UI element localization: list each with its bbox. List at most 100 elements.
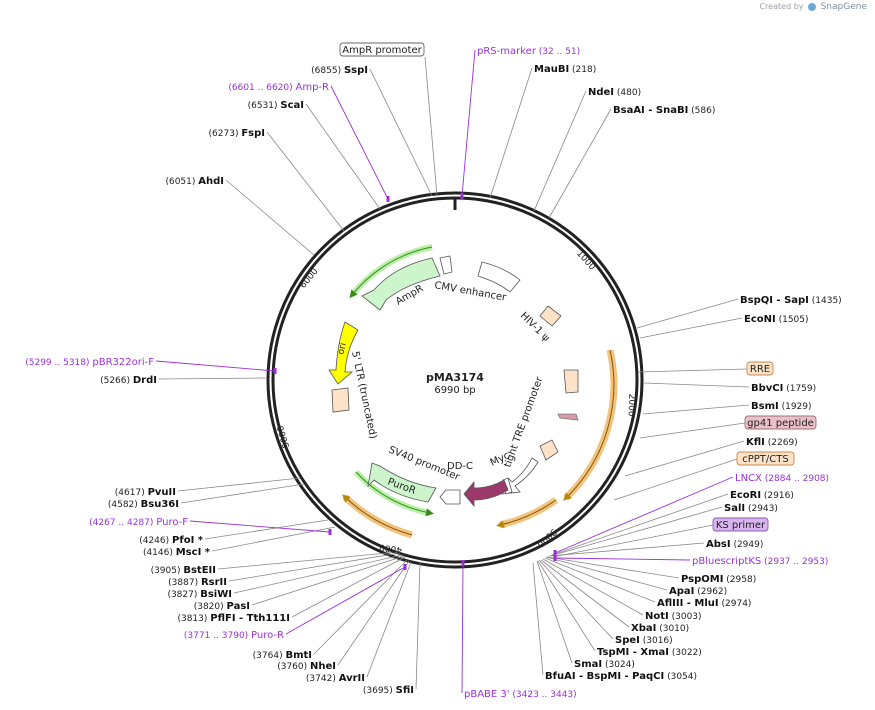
box-gp41-peptide: gp41 peptide xyxy=(744,415,817,430)
primer-puro-f: (4267 .. 4287) Puro-F xyxy=(89,517,332,535)
primer-label: pRS-marker (32 .. 51) xyxy=(477,46,580,57)
site-leader-lines xyxy=(158,56,750,690)
site-leader xyxy=(540,559,630,628)
site-leader xyxy=(228,552,401,582)
site-label: (3813) PflFI - Tth111I xyxy=(177,613,290,624)
site-label: NotI (3003) xyxy=(645,611,702,622)
site-label: ApaI (2962) xyxy=(669,586,727,597)
primer-pbabe-3-: pBABE 3' (3423 .. 3443) xyxy=(461,560,577,700)
site-leader xyxy=(636,298,739,329)
site-label: (3742) AvrII xyxy=(306,673,365,684)
site-label: (4146) MscI * xyxy=(143,547,211,558)
site-leader xyxy=(546,556,680,579)
site-apai: ApaI (2962) xyxy=(669,586,727,597)
site-fspi: (6273) FspI xyxy=(209,128,265,139)
site-bsaai-snabi: BsaAI - SnaBI (586) xyxy=(613,105,715,116)
site-label: (5266) DrdI xyxy=(100,375,157,386)
site-sfii: (3695) SfiI xyxy=(363,685,414,696)
box-leader xyxy=(637,368,748,373)
primer-puro-r: (3771 .. 3790) Puro-R xyxy=(184,564,407,641)
primer-pbr322ori-f: (5299 .. 5318) pBR322ori-F xyxy=(25,357,277,374)
primer-leader xyxy=(554,476,734,554)
box-leader xyxy=(613,458,738,501)
tick-label: 3000 xyxy=(534,526,558,549)
site-label: BspQI - SapI (1435) xyxy=(740,295,842,306)
box-frame xyxy=(339,42,425,57)
site-bsu36i: (4582) Bsu36I xyxy=(108,499,179,510)
site-sspi: (6855) SspI xyxy=(311,65,368,76)
site-leader xyxy=(549,506,723,557)
site-label: BbvCI (1759) xyxy=(751,383,816,394)
box-frame xyxy=(744,415,817,430)
site-nhei: (3760) NheI xyxy=(277,661,336,672)
site-leader xyxy=(313,559,408,655)
primer-site-mark xyxy=(273,368,277,374)
site-bsmi: BsmI (1929) xyxy=(751,401,812,412)
site-leader xyxy=(545,556,668,591)
site-label: (3820) PasI xyxy=(194,601,250,612)
restriction-site-labels: (6855) SspI (6531) ScaI (6273) FspI (6051) … xyxy=(100,64,842,696)
site-label: (3887) RsrII xyxy=(168,577,227,588)
box-cppt-cts: cPPT/CTS xyxy=(736,451,795,466)
site-ndei: NdeI (480) xyxy=(588,87,641,98)
primer-leader xyxy=(285,566,406,635)
box-text: AmpR promoter xyxy=(342,45,422,56)
primer-prs-marker: pRS-marker (32 .. 51) xyxy=(460,46,580,199)
site-label: (6051) AhdI xyxy=(165,176,224,187)
site-leader xyxy=(533,90,587,212)
site-label: SalI (2943) xyxy=(724,503,778,514)
primer-label: LNCX (2884 .. 2908) xyxy=(735,473,829,484)
box-text: gp41 peptide xyxy=(747,418,814,429)
site-leader xyxy=(639,317,743,339)
credit-brand: SnapGene xyxy=(820,2,867,12)
feature-hiv-psi: HIV-1 ψ xyxy=(518,305,562,344)
ampr-track-line xyxy=(349,246,433,299)
feature-dd-c: DD-C xyxy=(447,461,509,508)
puror-track-line xyxy=(355,471,434,517)
site-rsrii: (3887) RsrII xyxy=(168,577,227,588)
box-rre: RRE xyxy=(746,361,774,376)
site-label: (6855) SspI xyxy=(311,65,368,76)
box-text: KS primer xyxy=(716,520,766,531)
plasmid-length: 6990 bp xyxy=(434,385,475,396)
site-leader xyxy=(369,68,433,197)
site-leader xyxy=(537,560,596,652)
feature-dd-c-label: DD-C xyxy=(447,461,473,472)
site-bbvci: BbvCI (1759) xyxy=(751,383,816,394)
primer-pbluescriptks: pBluescriptKS (2937 .. 2953) xyxy=(553,555,828,567)
site-ahdi: (6051) AhdI xyxy=(165,176,224,187)
credit-prefix: Created by xyxy=(759,2,804,11)
site-pfoi-: (4246) PfoI * xyxy=(139,535,204,546)
box-leader xyxy=(639,422,746,439)
site-econi: EcoNI (1505) xyxy=(744,314,809,325)
site-label: (4617) PvuII xyxy=(115,487,176,498)
feature-cmv-enhancer: CMV enhancer xyxy=(433,255,521,304)
site-label: MauBI (218) xyxy=(534,64,596,75)
site-bmti: (3764) BmtI xyxy=(253,650,312,661)
site-label: (3764) BmtI xyxy=(253,650,312,661)
site-label: BsaAI - SnaBI (586) xyxy=(613,105,715,116)
site-leader xyxy=(291,556,406,618)
feature-5ltr-label: 5' LTR (truncated) xyxy=(349,350,378,440)
site-leader xyxy=(233,554,403,594)
site-pflfi-tth111i: (3813) PflFI - Tth111I xyxy=(177,613,290,624)
site-leader xyxy=(538,559,614,640)
tick-label: 4000 xyxy=(378,541,402,554)
site-bspqi-sapi: BspQI - SapI (1435) xyxy=(740,295,842,306)
site-leader xyxy=(643,382,750,388)
site-bsiwi: (3827) BsiWI xyxy=(167,589,232,600)
box-ampr-promoter: AmpR promoter xyxy=(339,42,425,57)
tre-track-line xyxy=(496,499,557,529)
site-label: (6531) ScaI xyxy=(248,100,304,111)
tick-label: 6000 xyxy=(298,267,321,291)
site-label: NdeI (480) xyxy=(588,87,641,98)
site-leader xyxy=(251,555,405,606)
primer-labels: pRS-marker (32 .. 51)(6601 .. 6620) Amp-… xyxy=(25,46,829,700)
site-leader xyxy=(548,108,612,219)
box-ks-primer: KS primer xyxy=(712,517,769,532)
puro-track-line xyxy=(342,494,413,536)
site-scai: (6531) ScaI xyxy=(248,100,304,111)
box-frame xyxy=(712,517,769,532)
